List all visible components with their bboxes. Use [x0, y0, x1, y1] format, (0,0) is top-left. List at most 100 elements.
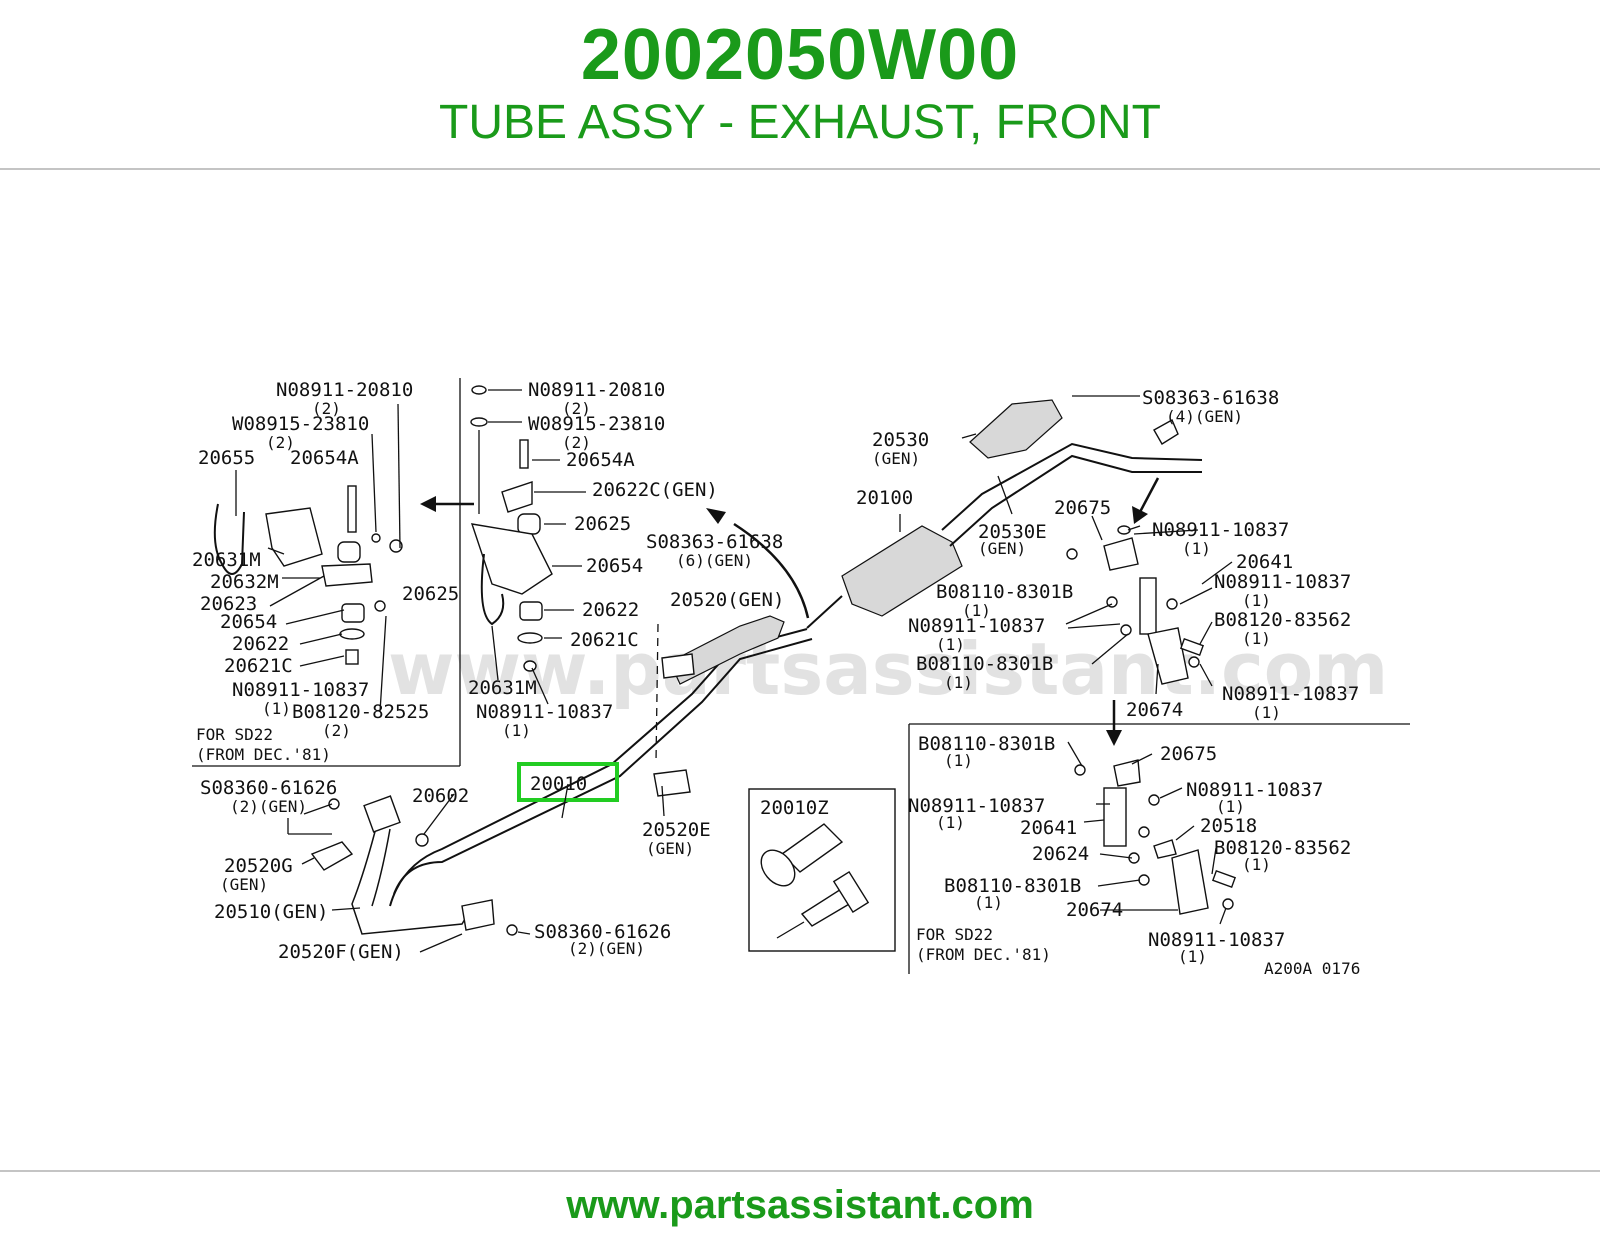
heat-shield-drawing: [669, 615, 785, 685]
leader-lines: [235, 389, 1233, 953]
label-20621C: 20621C: [224, 655, 293, 677]
label-08911-10837: N08911-10837: [232, 679, 369, 701]
qty-label: (2)(GEN): [230, 797, 307, 816]
diagram-svg: www.partsassistant.com: [192, 378, 1410, 978]
qty-label: (1): [262, 699, 291, 718]
label-08120-82525: B08120-82525: [292, 701, 429, 723]
label-20518: 20518: [1200, 815, 1257, 837]
header-divider: [0, 168, 1600, 170]
label-20625: 20625: [574, 513, 631, 535]
label-08360-61626: S08360-61626: [534, 921, 671, 943]
label-20675: 20675: [1160, 743, 1217, 765]
qty-label: (4)(GEN): [1166, 407, 1243, 426]
qty-label: (1): [502, 721, 531, 740]
label-20530E: 20530E: [978, 521, 1047, 543]
label-20641: 20641: [1020, 817, 1077, 839]
qty-label: (1): [962, 601, 991, 620]
qty-label: (2)(GEN): [568, 939, 645, 958]
label-20624: 20624: [1032, 843, 1089, 865]
qty-label: (1): [1242, 855, 1271, 874]
page-header: 2002050W00 TUBE ASSY - EXHAUST, FRONT: [0, 0, 1600, 170]
label-20655: 20655: [198, 447, 255, 469]
label-20674: 20674: [1126, 699, 1183, 721]
label-20654A: 20654A: [290, 447, 359, 469]
qty-label: (1): [1216, 797, 1245, 816]
label-20520-gen: 20520(GEN): [670, 589, 784, 611]
footer-divider: [0, 1170, 1600, 1172]
label-20632M: 20632M: [210, 571, 279, 593]
arrow-left-icon: [420, 496, 474, 512]
qty-label: (GEN): [978, 539, 1026, 558]
qty-label: (1): [1252, 703, 1281, 722]
label-20530: 20530: [872, 429, 929, 451]
note-for-sd22: FOR SD22: [916, 925, 993, 944]
label-08911-10837: N08911-10837: [908, 795, 1045, 817]
lower-right-bracket-parts-drawing: [1074, 759, 1237, 915]
label-08360-61626: S08360-61626: [200, 777, 337, 799]
qty-label: (2): [322, 721, 351, 740]
middle-hanger-parts-drawing: [470, 385, 553, 672]
arrow-down-icon: [1132, 477, 1160, 524]
front-exhaust-tube-drawing: [351, 628, 813, 935]
label-20520F-gen: 20520F(GEN): [278, 941, 404, 963]
qty-label: (1): [1178, 947, 1207, 966]
qty-label: (1): [936, 635, 965, 654]
label-20623: 20623: [200, 593, 257, 615]
label-08911-10837: N08911-10837: [908, 615, 1045, 637]
note-for-sd22: FOR SD22: [196, 725, 273, 744]
label-20675: 20675: [1054, 497, 1111, 519]
label-08915-23810: W08915-23810: [528, 413, 665, 435]
footer-website-link[interactable]: www.partsassistant.com: [566, 1183, 1034, 1227]
label-08363-61638: S08363-61638: [646, 531, 783, 553]
qty-label: (2): [266, 433, 295, 452]
label-08911-10837: N08911-10837: [476, 701, 613, 723]
label-08110-8301B: B08110-8301B: [918, 733, 1055, 755]
label-08911-20810: N08911-20810: [528, 379, 665, 401]
qty-label: (1): [944, 751, 973, 770]
lower-left-clamps-drawing: [310, 653, 695, 936]
kit-box-20010Z: [748, 788, 896, 952]
label-20654: 20654: [220, 611, 277, 633]
label-20520E: 20520E: [642, 819, 711, 841]
label-20602: 20602: [412, 785, 469, 807]
label-20622C-gen: 20622C(GEN): [592, 479, 718, 501]
qty-label: (1): [1242, 629, 1271, 648]
label-08110-8301B: B08110-8301B: [944, 875, 1081, 897]
note-from-dec-81: (FROM DEC.'81): [196, 745, 331, 764]
label-08911-10837: N08911-10837: [1214, 571, 1351, 593]
label-20631M: 20631M: [192, 549, 261, 571]
label-20625: 20625: [402, 583, 459, 605]
arrow-down-icon: [1106, 700, 1122, 746]
label-08363-61638: S08363-61638: [1142, 387, 1279, 409]
label-20674: 20674: [1066, 899, 1123, 921]
label-20641: 20641: [1236, 551, 1293, 573]
label-08120-83562: B08120-83562: [1214, 609, 1351, 631]
label-20631M: 20631M: [468, 677, 537, 699]
qty-label: (GEN): [872, 449, 920, 468]
part-number-title: 2002050W00: [580, 15, 1020, 95]
qty-label: (1): [944, 673, 973, 692]
label-20654A: 20654A: [566, 449, 635, 471]
label-08110-8301B: B08110-8301B: [936, 581, 1073, 603]
label-08911-20810: N08911-20810: [276, 379, 413, 401]
qty-label: (1): [974, 893, 1003, 912]
label-08911-10837: N08911-10837: [1152, 519, 1289, 541]
exhaust-parts-diagram: www.partsassistant.com: [192, 334, 1410, 1014]
label-08120-83562: B08120-83562: [1214, 837, 1351, 859]
muffler-drawing: [806, 399, 1203, 629]
label-08915-23810: W08915-23810: [232, 413, 369, 435]
qty-label: (1): [1182, 539, 1211, 558]
label-20622: 20622: [582, 599, 639, 621]
highlight-box-20010: [517, 762, 619, 802]
qty-label: (2): [562, 399, 591, 418]
qty-label: (2): [562, 433, 591, 452]
label-08110-8301B: B08110-8301B: [916, 653, 1053, 675]
label-08911-10837: N08911-10837: [1186, 779, 1323, 801]
arrow-curved-icon: [706, 508, 810, 619]
qty-label: (1): [1242, 591, 1271, 610]
label-20100: 20100: [856, 487, 913, 509]
label-20520G: 20520G: [224, 855, 293, 877]
label-08911-10837: N08911-10837: [1222, 683, 1359, 705]
note-from-dec-81: (FROM DEC.'81): [916, 945, 1051, 964]
qty-label: (1): [936, 813, 965, 832]
